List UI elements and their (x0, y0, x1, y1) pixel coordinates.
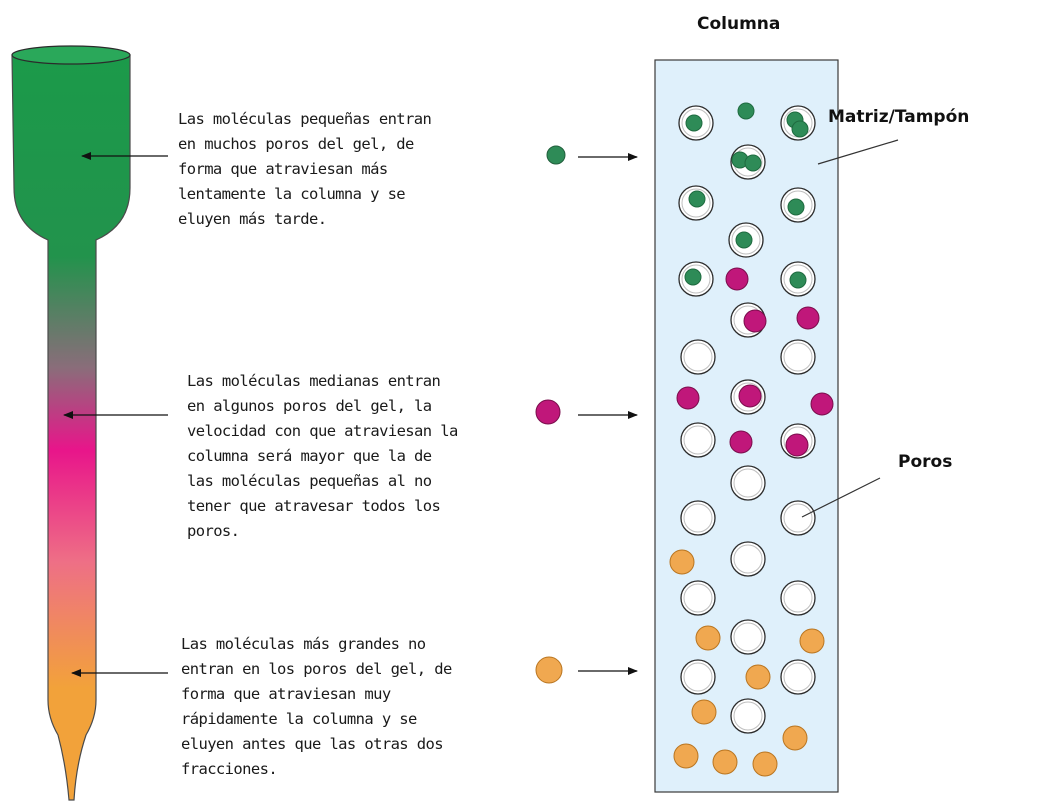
large-molecules-description: Las moléculas más grandes no entran en l… (181, 635, 452, 778)
pore (780, 339, 816, 375)
small-molecule (688, 190, 706, 208)
pore-inner-ring (683, 342, 713, 372)
large-molecule (782, 725, 808, 751)
large-molecule (695, 625, 721, 651)
pore-inner-ring (783, 583, 813, 613)
pore-inner-ring (733, 382, 763, 412)
pore-inner-ring (683, 662, 713, 692)
large-molecule (745, 664, 771, 690)
medium-molecule (676, 386, 700, 410)
medium-molecule (729, 430, 753, 454)
small-molecule (735, 231, 753, 249)
small-molecule (685, 114, 703, 132)
large-molecule-sample (535, 656, 563, 684)
pore (780, 580, 816, 616)
tube-arrows (63, 152, 168, 677)
large-molecule (691, 699, 717, 725)
pore (730, 619, 766, 655)
pore-inner-ring (783, 264, 813, 294)
small-molecule (789, 271, 807, 289)
large-molecule (673, 743, 699, 769)
pore (730, 541, 766, 577)
pore-inner-ring (733, 701, 763, 731)
pores-leader-line (801, 477, 881, 518)
pore-inner-ring (783, 503, 813, 533)
pore-inner-ring (783, 662, 813, 692)
pore (680, 339, 716, 375)
pore (730, 465, 766, 501)
pore (680, 422, 716, 458)
pore (780, 659, 816, 695)
large-molecule (752, 751, 778, 777)
column-molecules (669, 102, 834, 777)
matrix-leader-line (817, 139, 899, 165)
small-molecule (744, 154, 762, 172)
pore-inner-ring (683, 503, 713, 533)
tube-opening (11, 45, 131, 65)
small-molecule (787, 198, 805, 216)
pore-inner-ring (683, 583, 713, 613)
pore (780, 500, 816, 536)
pore-inner-ring (733, 544, 763, 574)
pore-inner-ring (681, 108, 711, 138)
chromatography-tube (11, 45, 131, 801)
pore-inner-ring (783, 190, 813, 220)
medium-molecules-description: Las moléculas medianas entran en algunos… (187, 372, 458, 540)
pores-label: Poros (898, 452, 953, 472)
pore (680, 659, 716, 695)
pore (680, 500, 716, 536)
small-molecule (684, 268, 702, 286)
medium-molecule (743, 309, 767, 333)
pore-inner-ring (681, 264, 711, 294)
column-title: Columna (697, 14, 781, 34)
medium-molecule (738, 384, 762, 408)
pore-inner-ring (731, 225, 761, 255)
pores-group (678, 105, 816, 734)
pore (680, 580, 716, 616)
pore-inner-ring (783, 342, 813, 372)
medium-molecule-sample (535, 399, 561, 425)
large-molecule (669, 549, 695, 575)
small-molecules-description: Las moléculas pequeñas entran en muchos … (178, 110, 432, 228)
pore-inner-ring (733, 468, 763, 498)
column-arrows (578, 153, 638, 675)
medium-molecule (810, 392, 834, 416)
medium-molecule (725, 267, 749, 291)
large-molecule (799, 628, 825, 654)
small-molecule (791, 120, 809, 138)
medium-molecule (785, 433, 809, 457)
pore (730, 698, 766, 734)
tube-body (11, 54, 131, 801)
large-molecule (712, 749, 738, 775)
pore-inner-ring (681, 188, 711, 218)
matrix-label: Matriz/Tampón (828, 107, 970, 127)
medium-molecule (796, 306, 820, 330)
small-molecule (737, 102, 755, 120)
pore-inner-ring (733, 622, 763, 652)
small-molecule-sample (546, 145, 566, 165)
pore-inner-ring (683, 425, 713, 455)
